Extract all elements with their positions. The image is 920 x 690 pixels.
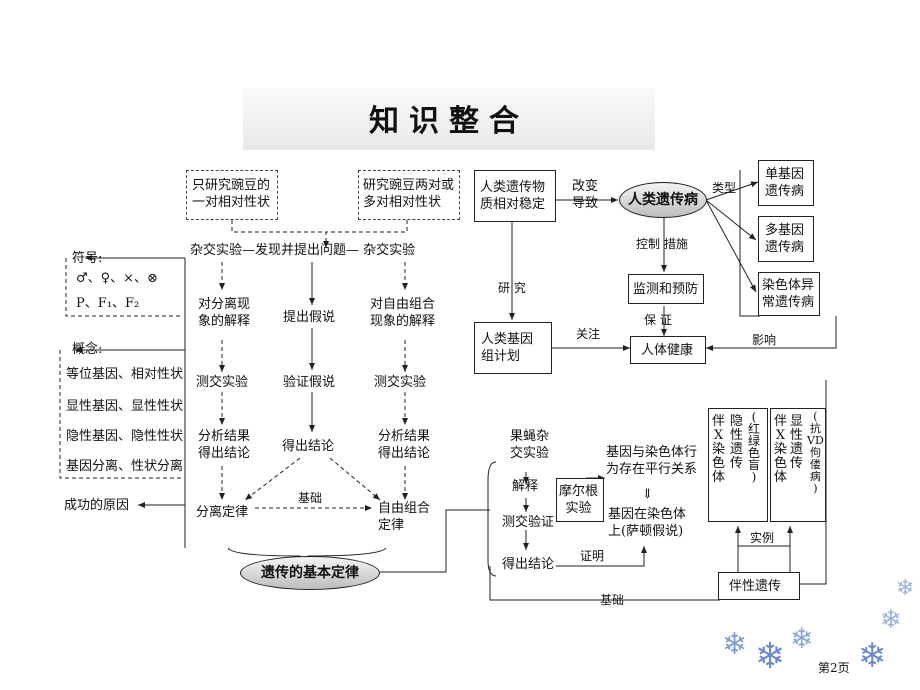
- law-of-segregation: 分离定律: [196, 505, 249, 520]
- testcross-verify: 测交验证: [502, 515, 555, 530]
- human-genetic-disease-oval: 人类遗传病: [619, 182, 707, 218]
- human-genome-text: 人类基因 组计划: [481, 332, 534, 364]
- morgan-text: 摩尔根 实验: [559, 484, 599, 516]
- basic-laws-oval: 遗传的基本定律: [240, 556, 380, 590]
- morgan-box: 摩尔根 实验: [556, 478, 604, 522]
- snowflake-icon: ❄: [722, 627, 748, 662]
- guarantee-label: 保 证: [644, 313, 672, 327]
- x-recessive-box: 伴 X 染 色 体 隐 性 遗 传 ( 红 绿 色 盲 ): [708, 408, 768, 522]
- single-gene-text: 单基因 遗传病: [765, 167, 805, 199]
- snowflake-icon: ❄: [858, 636, 887, 676]
- symbols-label: 符号:: [72, 251, 103, 266]
- x-dominant-col-c: ( 抗 VD 佝 偻 病 ): [807, 410, 824, 495]
- x-recessive-col-a: 伴 X 染 色 体: [712, 414, 726, 485]
- single-trait-text: 只研究豌豆的 一对相对性状: [192, 178, 271, 210]
- human-genome-box: 人类基因 组计划: [474, 322, 552, 374]
- influence-label: 影响: [752, 333, 777, 347]
- multi-gene-text: 多基因 遗传病: [765, 223, 805, 255]
- human-genetic-disease-text: 人类遗传病: [628, 192, 698, 208]
- testcross-right: 测交实验: [374, 375, 427, 390]
- basis-label: 基础: [298, 491, 323, 505]
- parallel-relationship: 基因与染色体行 为存在平行关系: [606, 445, 698, 477]
- multi-gene-box: 多基因 遗传病: [758, 216, 814, 262]
- monitor-prevention-box: 监测和预防: [628, 274, 704, 304]
- basis2-label: 基础: [600, 593, 625, 607]
- genetic-material-box: 人类遗传物 质相对稳定: [474, 170, 556, 222]
- concept-item-3: 基因分离、性状分离: [66, 459, 184, 474]
- prove-label: 证明: [580, 549, 605, 563]
- cross-experiment-row: 杂交实验—发现并提出问题— 杂交实验: [190, 243, 416, 258]
- human-health-text: 人体健康: [641, 343, 694, 358]
- x-dominant-col-a: 伴 X 染 色 体: [774, 414, 788, 485]
- x-recessive-col-b: 隐 性 遗 传: [730, 414, 744, 471]
- concept-item-1: 显性基因、显性性状: [66, 399, 184, 414]
- law-of-independent-assortment: 自由组合 定律: [378, 501, 431, 533]
- x-dominant-box: 伴 X 染 色 体 显 性 遗 传 ( 抗 VD 佝 偻 病 ): [770, 408, 826, 522]
- testcross-left: 测交实验: [196, 375, 249, 390]
- conclude-label: 得出结论: [502, 557, 555, 572]
- gene-on-chromosome: 基因在染色体 上(萨顿假说): [608, 507, 687, 539]
- snowflake-icon: ❄: [790, 622, 814, 655]
- monitor-prevention-text: 监测和预防: [633, 282, 699, 297]
- banner-title: 知识整合: [369, 104, 529, 139]
- success-reason: 成功的原因: [64, 498, 130, 513]
- implies-arrow: ⇓: [642, 487, 653, 502]
- concept-item-0: 等位基因、相对性状: [66, 367, 184, 382]
- sex-linked-box: 伴性遗传: [718, 572, 800, 600]
- snowflake-icon: ❄: [755, 636, 786, 677]
- propose-hypothesis: 提出假说: [283, 310, 336, 325]
- multi-trait-box: 研究豌豆两对或 多对相对性状: [358, 170, 460, 220]
- concept-item-2: 隐性基因、隐性性状: [66, 429, 184, 444]
- analysis-right: 分析结果 得出结论: [378, 429, 431, 461]
- research-label: 研 究: [498, 281, 526, 295]
- analysis-left: 分析结果 得出结论: [198, 429, 251, 461]
- basic-laws-text: 遗传的基本定律: [261, 565, 359, 581]
- change-label: 改变 导致: [572, 179, 599, 211]
- symbols-f: P、F₁、F₂: [76, 296, 140, 311]
- genetic-material-text: 人类遗传物 质相对稳定: [480, 180, 546, 212]
- multi-trait-text: 研究豌豆两对或 多对相对性状: [363, 178, 455, 210]
- example-label: 实例: [750, 531, 775, 545]
- snowflake-icon: ❄: [896, 576, 915, 601]
- draw-conclusion: 得出结论: [282, 439, 335, 454]
- control-measures-label: 控制 措施: [636, 237, 688, 251]
- x-recessive-col-c: ( 红 绿 色 盲 ): [748, 410, 761, 484]
- concept-label: 概念:: [72, 342, 103, 357]
- focus-label: 关注: [576, 327, 601, 341]
- single-gene-box: 单基因 遗传病: [758, 160, 814, 206]
- symbols-line: ♂、♀、×、⊗: [76, 271, 158, 286]
- interpret-label: 解释: [512, 479, 539, 494]
- single-trait-box: 只研究豌豆的 一对相对性状: [186, 170, 278, 220]
- chromosome-disease-text: 染色体异 常遗传病: [762, 278, 815, 310]
- free-combination-explanation: 对自由组合 现象的解释: [370, 297, 436, 329]
- x-dominant-col-b: 显 性 遗 传: [790, 414, 804, 471]
- verify-hypothesis: 验证假说: [283, 375, 336, 390]
- sex-linked-text: 伴性遗传: [729, 579, 782, 594]
- separation-explanation: 对分离现 象的解释: [198, 297, 251, 329]
- fruitfly-experiment: 果蝇杂 交实验: [510, 429, 550, 461]
- type-label: 类型: [712, 181, 737, 195]
- human-health-box: 人体健康: [630, 336, 706, 364]
- chromosome-disease-box: 染色体异 常遗传病: [758, 272, 820, 316]
- page-number: 第2页: [818, 661, 850, 675]
- snowflake-icon: ❄: [880, 605, 902, 635]
- title-banner: 知识整合: [243, 88, 655, 150]
